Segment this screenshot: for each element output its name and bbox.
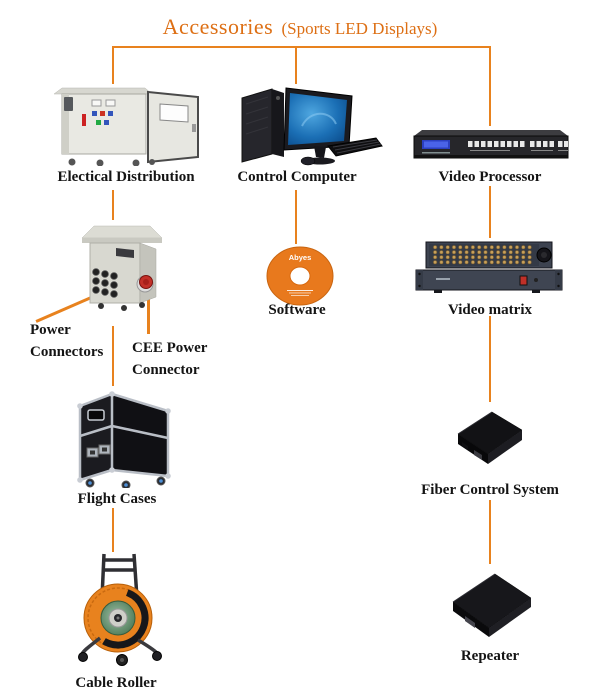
title-main: Accessories (162, 14, 274, 39)
fiber-control-system-image (457, 411, 523, 464)
software-cd-image: Abyes (266, 246, 334, 306)
control-computer-image (241, 87, 383, 166)
connector-right-3 (489, 316, 491, 402)
connector-left-drop (112, 46, 114, 84)
connector-left-3 (112, 326, 114, 386)
connector-left-4 (112, 508, 114, 552)
connector-top-horizontal (112, 46, 491, 48)
cee-power-label-line1: CEE Power (132, 340, 208, 356)
fiber-control-system-label: Fiber Control System (421, 482, 559, 498)
video-processor-image (413, 130, 569, 159)
electrical-distribution-image (53, 87, 199, 166)
video-processor-label: Video Processor (438, 169, 542, 185)
cee-power-label-line2: Connector (132, 362, 200, 378)
connector-middle-2 (295, 190, 297, 244)
connector-right-drop (489, 46, 491, 126)
video-matrix-label: Video matrix (447, 302, 533, 318)
electrical-distribution-label: Electical Distribution (57, 169, 195, 185)
connector-right-4 (489, 500, 491, 564)
power-connectors-label-line1: Power (30, 322, 71, 338)
page-title: Accessories (Sports LED Displays) (0, 14, 600, 40)
connector-right-2 (489, 186, 491, 238)
control-computer-label: Control Computer (237, 169, 357, 185)
cable-roller-image (78, 553, 162, 666)
cable-roller-label: Cable Roller (75, 675, 157, 691)
software-label: Software (268, 302, 326, 318)
flight-cases-label: Flight Cases (77, 491, 157, 507)
power-distribution-box-image (81, 225, 163, 311)
repeater-image (452, 573, 532, 637)
repeater-label: Repeater (460, 648, 520, 664)
flight-case-image (77, 391, 171, 488)
video-matrix-image (415, 241, 563, 293)
connector-middle-drop (295, 46, 297, 84)
title-sub: (Sports LED Displays) (281, 19, 438, 38)
callout-cee-connector (147, 288, 150, 334)
connector-left-2 (112, 190, 114, 220)
cd-brand-text: Abyes (289, 253, 312, 262)
power-connectors-label-line2: Connectors (30, 344, 104, 360)
